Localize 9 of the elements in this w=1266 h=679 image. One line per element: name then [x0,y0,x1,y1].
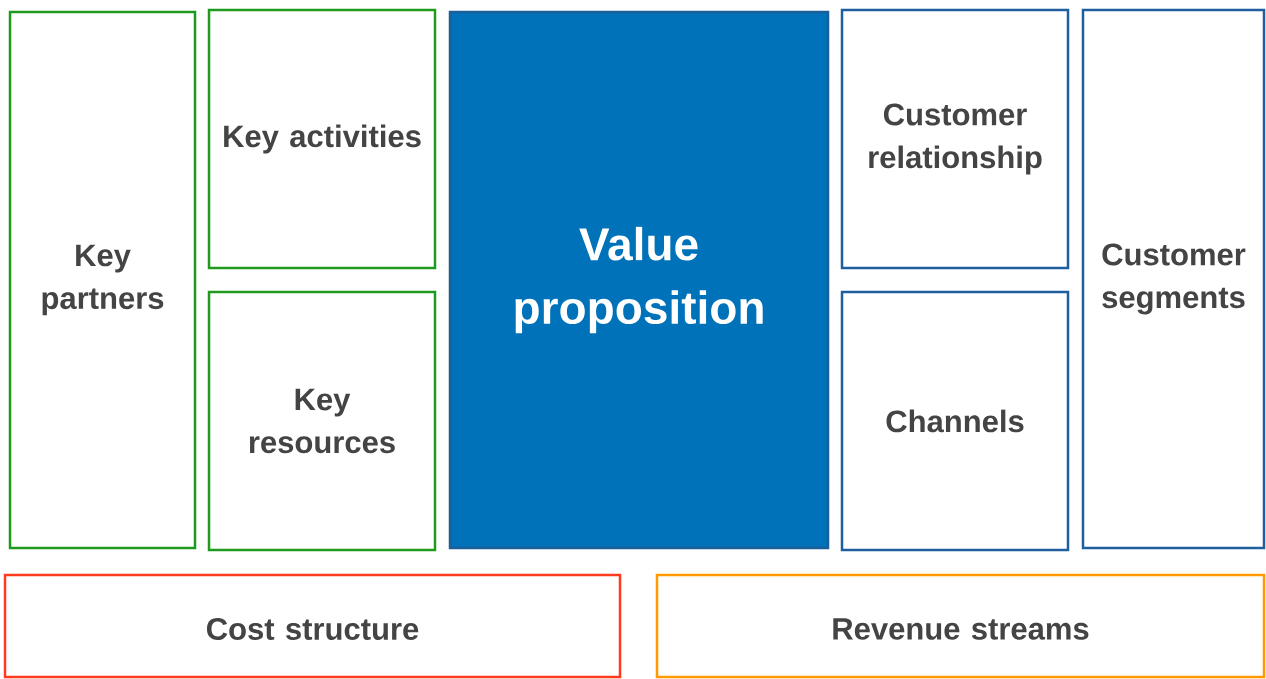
canvas-box: Value proposition [448,10,830,550]
canvas-box: Key partners [8,10,197,550]
canvas-box: Channels [840,290,1070,552]
canvas-box: Key activities [207,8,437,270]
canvas-box: Customer relationship [840,8,1070,270]
canvas-box: Revenue streams [655,573,1266,679]
canvas-box: Cost structure [3,573,622,679]
canvas-box: Key resources [207,290,437,552]
canvas-box: Customer segments [1081,8,1266,550]
